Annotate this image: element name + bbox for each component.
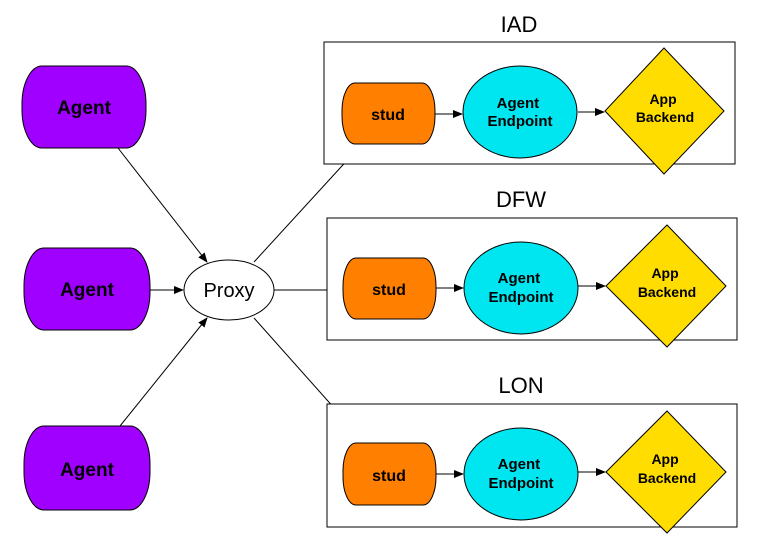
region-title: LON bbox=[498, 373, 543, 398]
agent-endpoint-label-line-2: Endpoint bbox=[488, 113, 553, 130]
connector-agent-1-proxy bbox=[117, 147, 208, 263]
stud-label: stud bbox=[372, 282, 406, 299]
app-backend-label-line-1: App bbox=[651, 451, 678, 467]
stud-node bbox=[342, 442, 437, 506]
region-title: IAD bbox=[501, 12, 538, 37]
app-backend-label: App Backend bbox=[638, 451, 696, 486]
agent-endpoint-node bbox=[463, 427, 579, 521]
agent-endpoint-label: Agent Endpoint bbox=[489, 270, 554, 306]
agent-node-3: Agent bbox=[23, 425, 151, 511]
region-dfw: DFW stud Agent Endpoint App Backend bbox=[326, 187, 738, 348]
agent-endpoint-node bbox=[463, 241, 579, 335]
proxy-shape bbox=[183, 259, 275, 321]
agent-endpoint-label-line-1: Agent bbox=[498, 270, 541, 287]
agent-shape bbox=[23, 425, 151, 511]
proxy-node: Proxy bbox=[183, 259, 275, 321]
agent-endpoint-label-line-2: Endpoint bbox=[489, 289, 554, 306]
proxy-label: Proxy bbox=[203, 280, 254, 302]
agent-endpoint-label: Agent Endpoint bbox=[489, 456, 554, 492]
app-backend-label: App Backend bbox=[636, 91, 694, 125]
connector-agent-3-proxy bbox=[119, 317, 208, 427]
agent-shape bbox=[23, 247, 151, 331]
stud-label: stud bbox=[371, 107, 405, 124]
agent-label: Agent bbox=[60, 460, 115, 481]
stud-label: stud bbox=[372, 468, 406, 485]
agent-endpoint-node bbox=[462, 65, 578, 159]
region-title: DFW bbox=[496, 187, 546, 212]
app-backend-label-line-1: App bbox=[649, 91, 676, 107]
agent-node-2: Agent bbox=[23, 247, 151, 331]
app-backend-label-line-2: Backend bbox=[638, 470, 696, 486]
region-iad: IAD stud Agent Endpoint App Backend bbox=[323, 12, 736, 175]
agent-endpoint-label-line-2: Endpoint bbox=[489, 475, 554, 492]
app-backend-label-line-2: Backend bbox=[638, 284, 696, 300]
agent-proxy-connectors bbox=[117, 147, 208, 427]
app-backend-node bbox=[605, 410, 727, 534]
app-backend-label: App Backend bbox=[638, 265, 696, 300]
app-backend-label-line-2: Backend bbox=[636, 109, 694, 125]
agent-shape bbox=[21, 65, 147, 149]
app-backend-label-line-1: App bbox=[651, 265, 678, 281]
app-backend-node bbox=[605, 224, 727, 348]
agent-endpoint-label: Agent Endpoint bbox=[488, 95, 553, 130]
app-backend-node bbox=[604, 47, 725, 175]
stud-node bbox=[342, 257, 437, 320]
agent-node-1: Agent bbox=[21, 65, 147, 149]
agent-endpoint-label-line-1: Agent bbox=[497, 95, 540, 112]
region-lon: LON stud Agent Endpoint App Backend bbox=[326, 373, 738, 534]
agent-label: Agent bbox=[60, 280, 115, 301]
agent-endpoint-label-line-1: Agent bbox=[498, 456, 541, 473]
stud-node bbox=[341, 82, 436, 145]
agent-label: Agent bbox=[57, 98, 112, 119]
